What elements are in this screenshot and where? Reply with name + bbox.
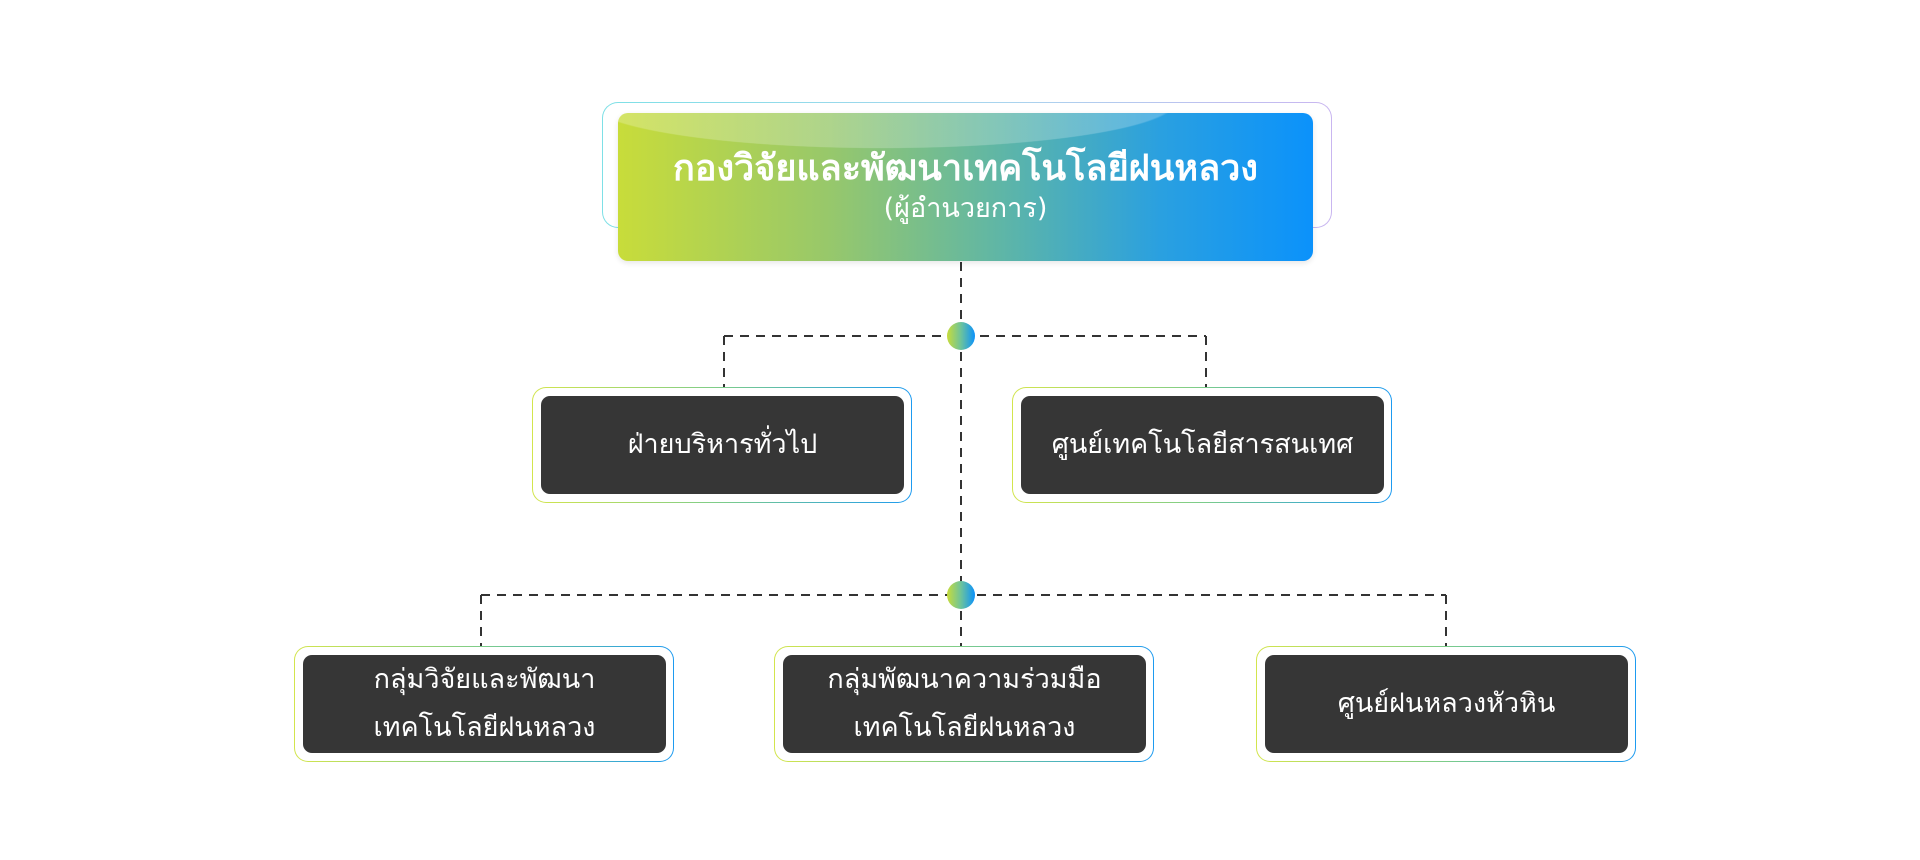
root-node-title: กองวิจัยและพัฒนาเทคโนโลยีฝนหลวง <box>673 148 1258 189</box>
huahin-center-label: ศูนย์ฝนหลวงหัวหิน <box>1337 688 1556 719</box>
research-group-label-line-1: กลุ่มวิจัยและพัฒนา <box>373 664 596 695</box>
huahin-center-node: ศูนย์ฝนหลวงหัวหิน <box>1265 655 1628 753</box>
junction-dot-2 <box>947 581 975 609</box>
root-node-subtitle: (ผู้อำนวยการ) <box>883 193 1048 224</box>
cooperation-group-node: กลุ่มพัฒนาความร่วมมือ เทคโนโลยีฝนหลวง <box>783 655 1146 753</box>
it-center-node: ศูนย์เทคโนโลยีสารสนเทศ <box>1021 396 1384 494</box>
admin-division-node: ฝ่ายบริหารทั่วไป <box>541 396 904 494</box>
junction-dot-1 <box>947 322 975 350</box>
it-center-label: ศูนย์เทคโนโลยีสารสนเทศ <box>1051 429 1354 460</box>
root-node: กองวิจัยและพัฒนาเทคโนโลยีฝนหลวง (ผู้อำนว… <box>618 113 1313 261</box>
research-group-node: กลุ่มวิจัยและพัฒนา เทคโนโลยีฝนหลวง <box>303 655 666 753</box>
research-group-label-line-2: เทคโนโลยีฝนหลวง <box>373 712 596 743</box>
admin-division-label: ฝ่ายบริหารทั่วไป <box>627 429 818 460</box>
cooperation-group-label-line-1: กลุ่มพัฒนาความร่วมมือ <box>827 664 1102 695</box>
cooperation-group-label-line-2: เทคโนโลยีฝนหลวง <box>853 712 1076 743</box>
